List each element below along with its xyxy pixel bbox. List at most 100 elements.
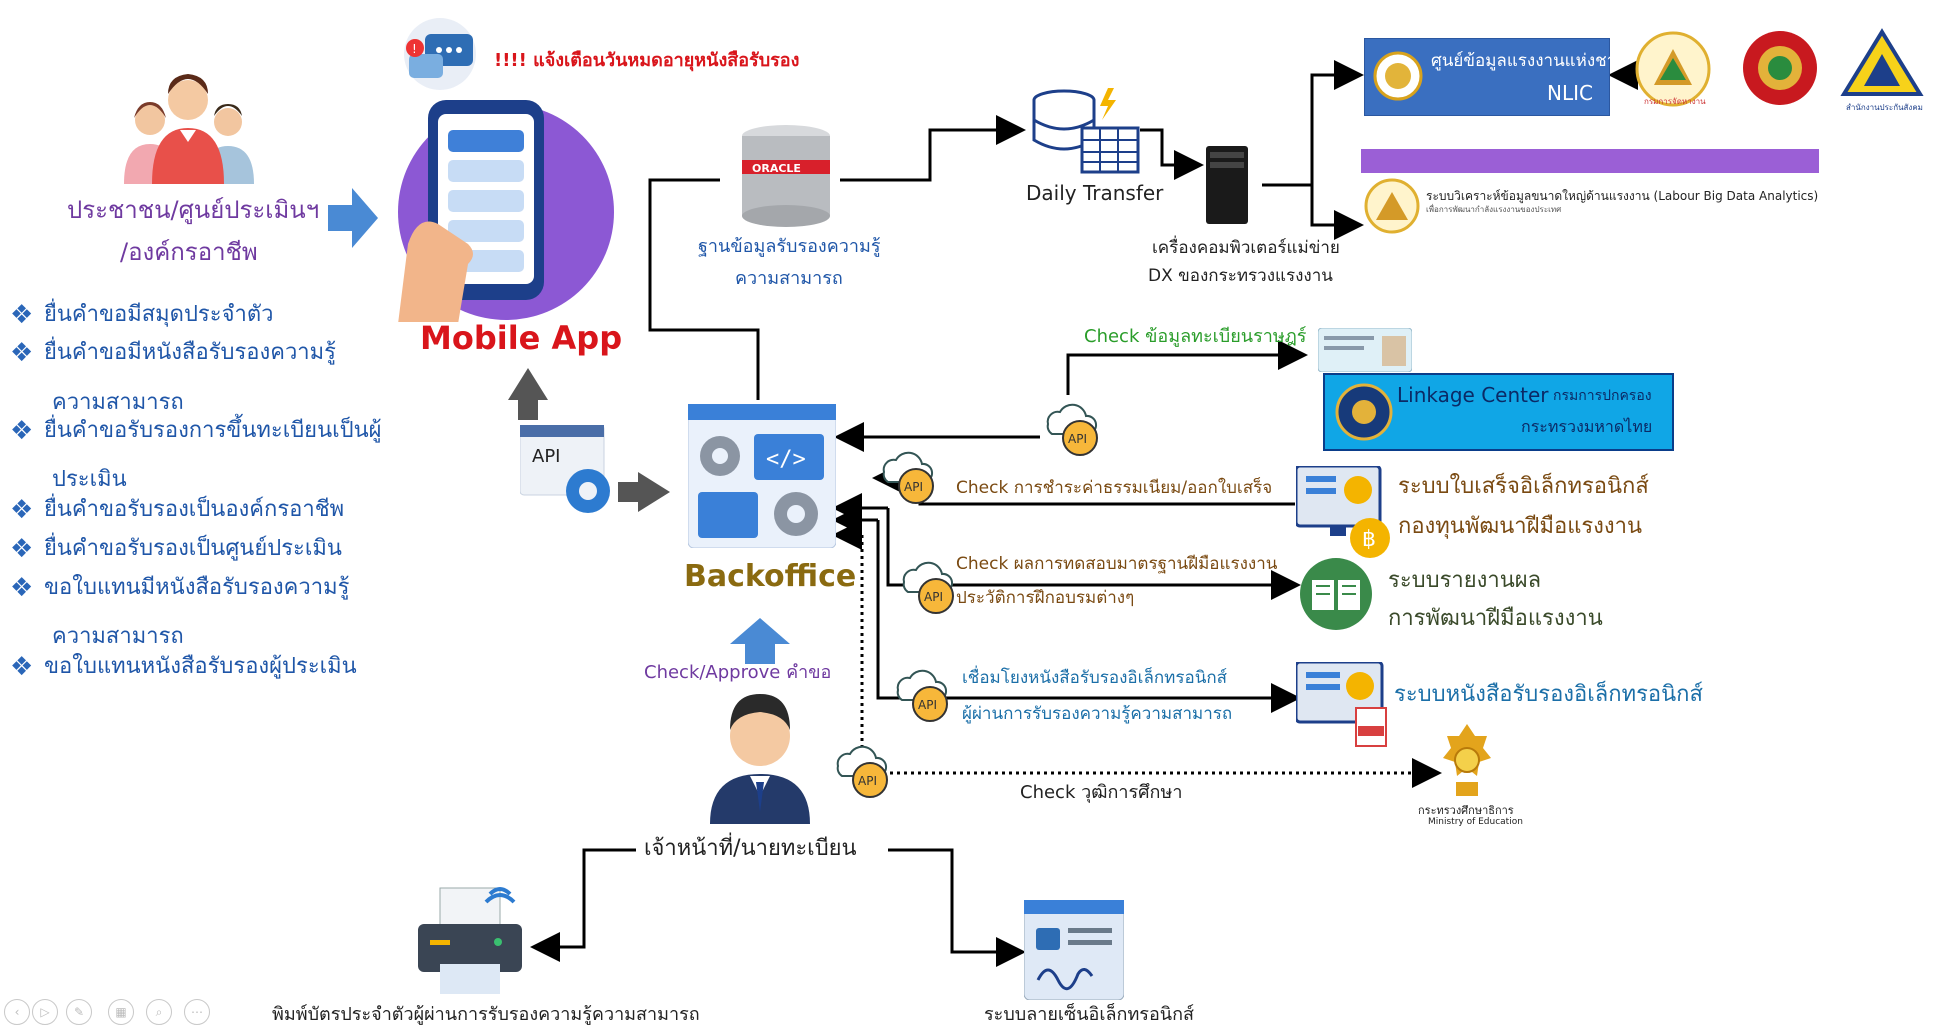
api-label: API [532,446,561,467]
check-registry-label: Check ข้อมูลทะเบียนราษฎร์ [1084,326,1307,347]
moe-caption-line1: กระทรวงศึกษาธิการ [1418,804,1514,817]
check-payment-label: Check การชำระค่าธรรมเนียม/ออกใบเสร็จ [956,478,1273,498]
play-icon[interactable]: ▷ [32,999,58,1025]
mobile-app-icon [398,100,614,322]
ministry-seal-icon [1373,51,1423,101]
people-group-icon [124,74,254,184]
diamond-bullet-icon: ❖ [10,300,34,330]
registry-check-arrow [1066,340,1308,395]
dep-logo-caption: กรมการจัดหางาน [1644,97,1706,106]
svg-text:API: API [904,480,923,494]
api-gear-icon [520,425,610,513]
service-item: ❖ยื่นคำขอรับรองการขึ้นทะเบียนเป็นผู้ [10,416,382,446]
server-to-bigdata-arrow [1310,185,1364,240]
server-label-line1: เครื่องคอมพิวเตอร์แม่ข่าย [1152,238,1340,258]
linkage-center-box: Linkage Center กรมการปกครอง กระทรวงมหาดไ… [1323,373,1674,451]
dep-logo-icon [1635,31,1711,107]
report-system-line2: การพัฒนาฝีมือแรงงาน [1388,606,1603,631]
nlic-box: ศูนย์ข้อมูลแรงงานแห่งชาติ NLIC [1364,38,1627,116]
users-label-line1: ประชาชน/ศูนย์ประเมินฯ [67,196,320,224]
users-label-line2: /องค์กรอาชีพ [120,238,258,266]
service-item: ❖ยื่นคำขอรับรองเป็นองค์กรอาชีพ [10,495,345,525]
ecert-arrow [876,520,1301,713]
esignature-icon [1024,900,1124,1000]
sso-logo-caption: สำนักงานประกันสังคม [1846,103,1923,112]
officer-label: เจ้าหน้าที่/นายทะเบียน [644,836,857,861]
printer-icon [418,887,522,994]
dopa-seal-icon [1335,383,1393,441]
id-card-icon [1318,328,1412,372]
service-item: ❖ยื่นคำขอมีสมุดประจำตัว [10,300,274,330]
sso-logo-icon [1840,28,1924,96]
approve-up-arrow [730,618,790,664]
api-cloud-badge-icon: API [836,745,888,798]
svg-text:API: API [918,698,937,712]
check-test-line2: ประวัติการฝึกอบรมต่างๆ [956,588,1135,608]
service-item: ❖ยื่นคำขอมีหนังสือรับรองความรู้ [10,338,336,368]
linkage-title: Linkage Center [1397,383,1549,407]
more-icon[interactable]: ⋯ [184,999,210,1025]
pen-icon[interactable]: ✎ [66,999,92,1025]
diamond-bullet-icon: ❖ [10,573,34,603]
api-cloud-badge-icon: API [882,451,934,504]
check-approve-label: Check/Approve คำขอ [644,662,832,683]
link-cert-line2: ผู้ผ่านการรับรองความรู้ความสามารถ [962,704,1233,724]
svg-text:!: ! [412,42,417,56]
diamond-bullet-icon: ❖ [10,495,34,525]
alert-text: !!!! แจ้งเตือนวันหมดอายุหนังสือรับรอง [494,50,800,71]
mobile-app-label: Mobile App [420,319,623,357]
test-arrow [886,508,1301,600]
linkage-sub1: กรมการปกครอง [1553,388,1652,404]
prev-slide-icon[interactable]: ‹ [4,999,30,1025]
bigdata-header-bar [1361,149,1819,173]
svg-text:API: API [858,774,877,788]
receipt-system-line1: ระบบใบเสร็จอิเล็กทรอนิกส์ [1398,474,1649,499]
daily-transfer-label: Daily Transfer [1026,181,1164,205]
check-edu-label: Check วุฒิการศึกษา [1020,782,1183,803]
service-item-cont: ความสามารถ [52,624,184,649]
service-item-cont: ความสามารถ [52,390,184,415]
daily-transfer-icon [1032,88,1140,174]
transfer-to-server-arrow [1140,128,1204,180]
api-cloud-badge-icon: API [902,561,954,614]
db-label-line1: ฐานข้อมูลรับรองความรู้ [698,236,881,257]
backoffice-to-db-line [648,178,760,400]
moe-emblem-icon [1443,724,1491,796]
link-cert-line1: เชื่อมโยงหนังสือรับรองอิเล็กทรอนิกส์ [962,668,1228,688]
check-test-line1: Check ผลการทดสอบมาตรฐานฝีมือแรงงาน [956,554,1278,574]
service-item: ❖ขอใบแทนมีหนังสือรับรองความรู้ [10,573,350,603]
report-system-line1: ระบบรายงานผล [1388,568,1542,593]
diamond-bullet-icon: ❖ [10,416,34,446]
nlic-title: ศูนย์ข้อมูลแรงงานแห่งชาติ [1431,51,1628,71]
zoom-icon[interactable]: ⌕ [146,999,172,1025]
ecert-system-icon [1296,662,1387,747]
svg-text:API: API [1068,432,1087,446]
svg-text:API: API [924,590,943,604]
officer-avatar-icon [710,694,810,824]
chat-alert-icon: ! [404,18,476,90]
esign-label: ระบบลายเซ็นอิเล็กทรอนิกส์ [984,1004,1194,1025]
linkage-sub2: กระทรวงมหาดไทย [1521,417,1653,436]
api-cloud-badge-icon: API [896,669,948,722]
service-item: ❖ยื่นคำขอรับรองเป็นศูนย์ประเมิน [10,534,342,564]
bigdata-sub: เพื่อการพัฒนากำลังแรงงานของประเทศ [1426,205,1562,214]
api-up-arrow [508,368,548,420]
receipt-system-line2: กองทุนพัฒนาฝีมือแรงงาน [1398,514,1643,539]
report-system-icon [1300,558,1372,630]
db-label-line2: ความสามารถ [735,268,843,289]
nlic-abbr: NLIC [1547,81,1593,105]
bigdata-seal-icon [1364,178,1420,234]
slides-icon[interactable]: ▦ [108,999,134,1025]
oracle-logo-text: ORACLE [752,162,801,175]
service-item-cont: ประเมิน [52,467,127,492]
oracle-database-icon [742,125,830,227]
service-item: ❖ขอใบแทนหนังสือรับรองผู้ประเมิน [10,652,357,682]
backoffice-label: Backoffice [684,559,857,594]
svg-text:฿: ฿ [1362,527,1376,552]
skill-dev-logo-icon [1743,31,1817,105]
diamond-bullet-icon: ❖ [10,338,34,368]
db-to-transfer-arrow [840,115,1026,182]
server-to-nlic-arrow [1310,60,1364,185]
